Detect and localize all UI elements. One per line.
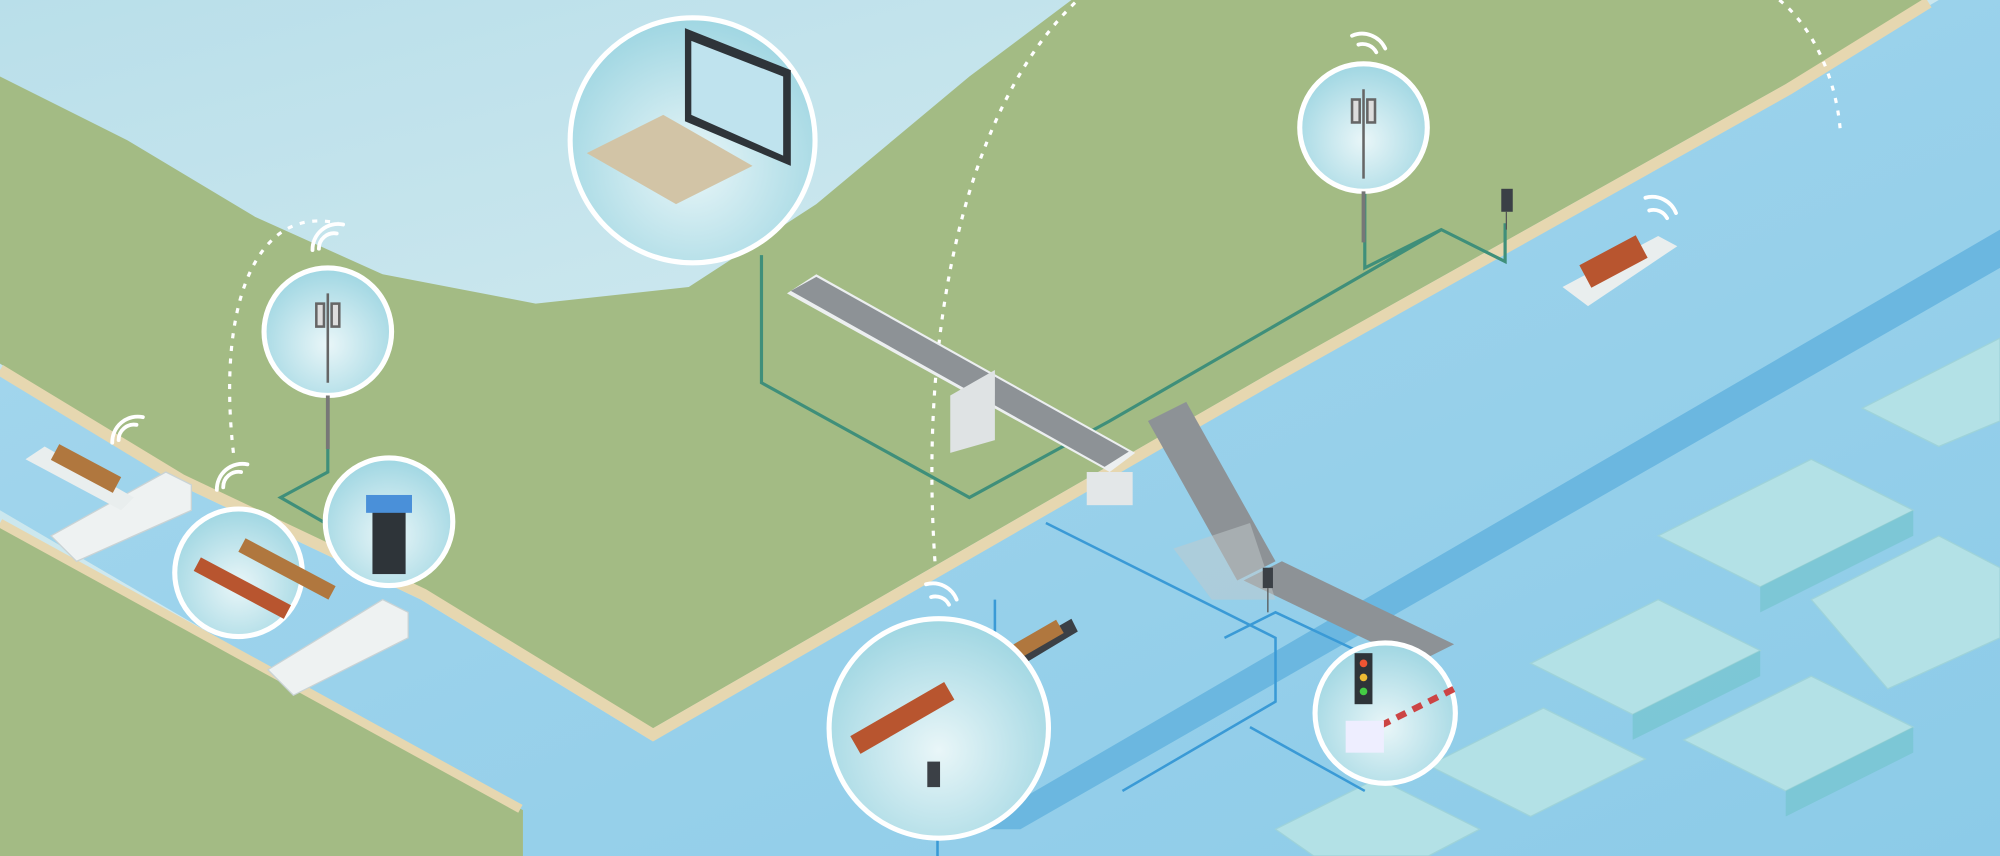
control-desk-icon [586, 114, 753, 205]
traffic-light-bank [1501, 188, 1513, 230]
ship-top-right[interactable] [1562, 235, 1678, 307]
ship-icon [850, 681, 955, 754]
traffic-light-bridge [1262, 567, 1273, 613]
wifi-icon [110, 31, 1678, 607]
city-shadows [1632, 510, 1914, 817]
bridge-right[interactable] [1147, 401, 1455, 664]
lock-gate-bubble[interactable] [322, 455, 456, 589]
cell-tower-icon [315, 293, 341, 383]
lock-ships-bubble[interactable] [172, 506, 336, 640]
bridge-left[interactable] [786, 274, 1136, 506]
traffic-light-icon [927, 761, 941, 788]
ship-traffic-bubble[interactable] [826, 616, 1052, 841]
ship-icon [238, 538, 336, 600]
sand-bank-lower [0, 519, 523, 813]
lock-structure [49, 471, 409, 697]
ship-icon [193, 557, 291, 619]
cell-tower-bubble-right[interactable] [1297, 61, 1430, 194]
cell-tower-bubble-left[interactable] [261, 265, 395, 399]
land-lower [0, 523, 523, 856]
city-blocks [1274, 337, 2000, 856]
cell-tower-icon [1350, 89, 1377, 179]
lock-gate-icon [372, 503, 406, 575]
radio-links [228, 0, 1843, 562]
control-room-bubble[interactable] [567, 15, 818, 266]
ship-left[interactable] [25, 444, 134, 511]
barrier-bubble[interactable] [1312, 640, 1458, 786]
